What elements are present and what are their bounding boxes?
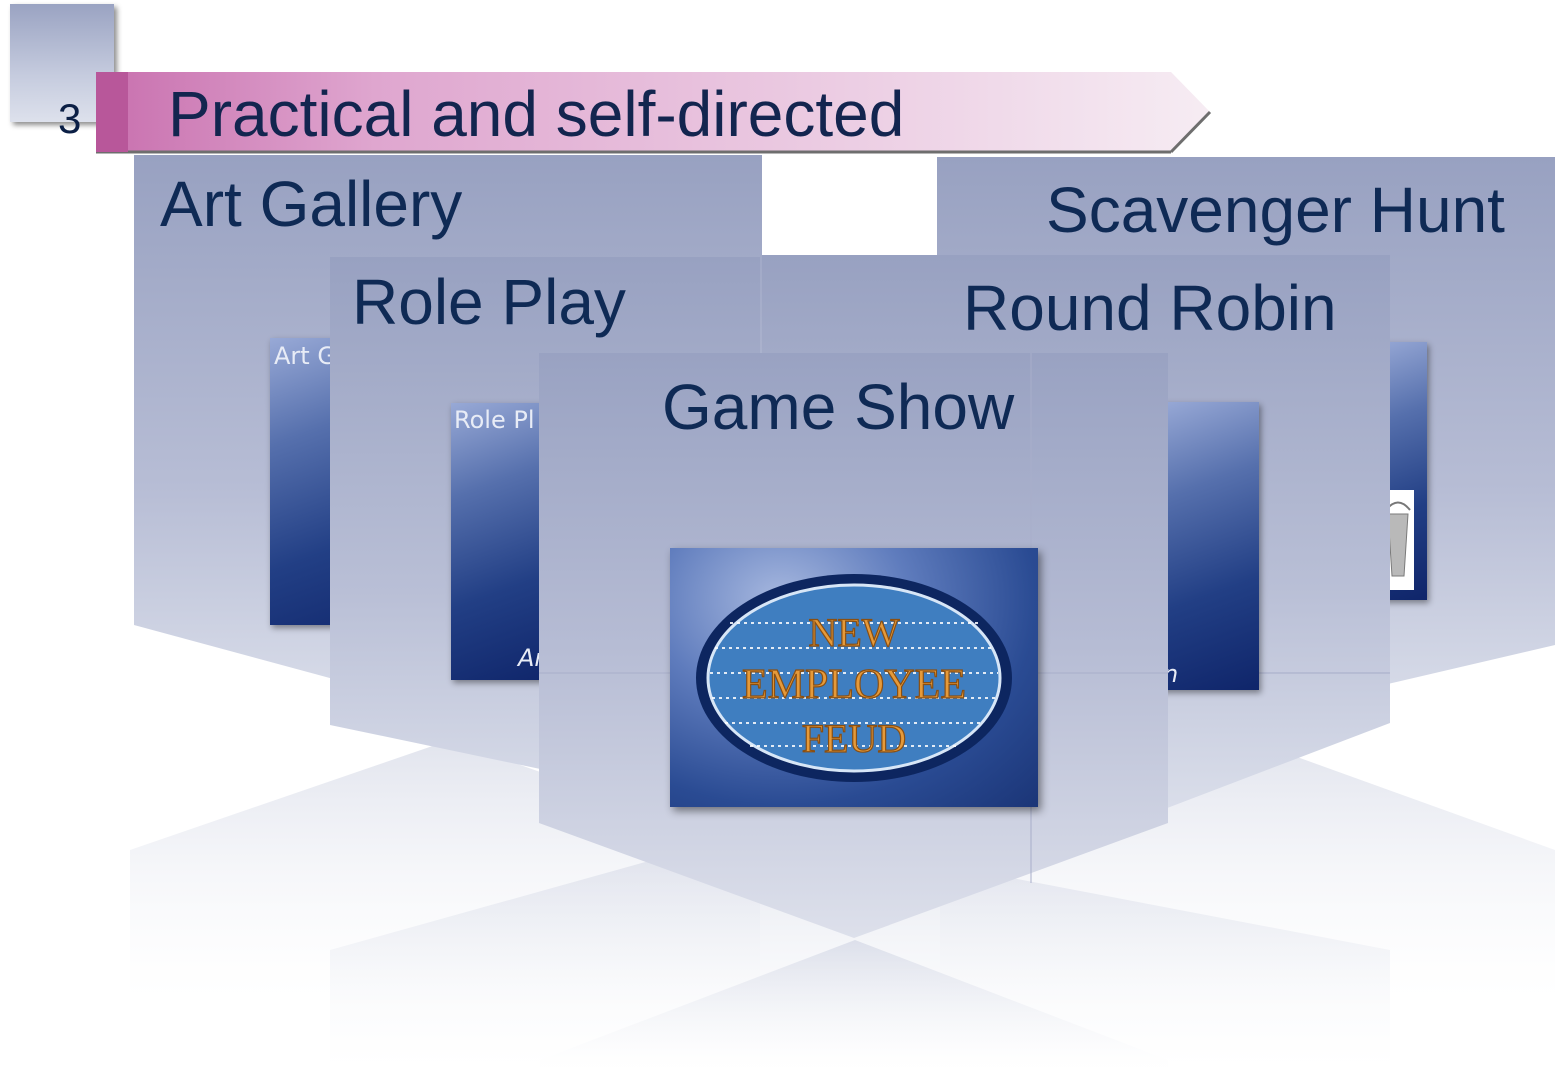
role-play-title: Role Play <box>352 266 626 338</box>
art-gallery-thumbnail-label: Art G <box>274 342 336 370</box>
logo-line-2: EMPLOYEE <box>742 662 966 708</box>
art-gallery-title: Art Gallery <box>160 168 463 240</box>
role-play-thumbnail-label: Role Pl <box>454 406 535 434</box>
title-ribbon <box>96 72 1212 154</box>
logo-line-3: FEUD <box>802 716 906 761</box>
new-employee-feud-logo: NEW EMPLOYEE FEUD <box>696 574 1012 782</box>
scavenger-hunt-title: Scavenger Hunt <box>1046 174 1505 246</box>
round-robin-thumbnail[interactable] <box>1160 402 1259 690</box>
game-show-title: Game Show <box>662 371 1015 443</box>
slide-number: 3 <box>58 95 82 142</box>
slide-title: Practical and self-directed <box>168 78 905 150</box>
logo-line-1: NEW <box>808 610 899 655</box>
round-robin-title: Round Robin <box>963 272 1337 344</box>
